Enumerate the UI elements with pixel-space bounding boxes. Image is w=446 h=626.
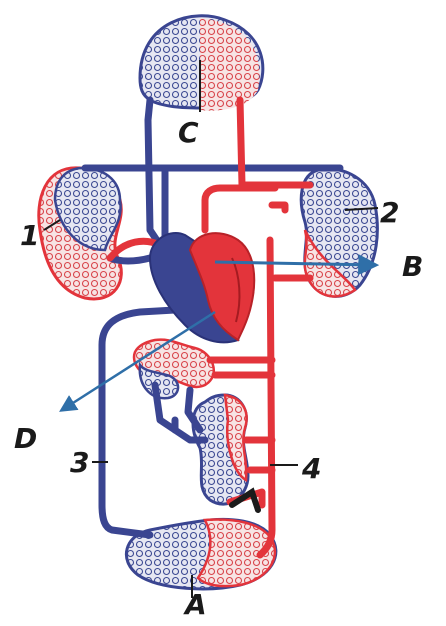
label-2: 2 — [380, 196, 399, 229]
label-4: 4 — [301, 452, 321, 485]
arrow-d — [59, 310, 216, 412]
hepatic-connector — [229, 487, 261, 513]
label-1: 1 — [20, 219, 39, 252]
label-d: D — [14, 422, 37, 455]
capillary-bed-liver — [191, 393, 250, 506]
capillary-bed-a-lower — [125, 517, 278, 591]
leader-lines — [43, 60, 379, 598]
label-3: 3 — [70, 446, 89, 479]
veins-blue — [81, 96, 344, 539]
capillary-bed-1-left — [37, 166, 123, 301]
heart — [148, 232, 256, 344]
capillary-bed-c-head — [138, 14, 265, 111]
capillary-bed-intestine-upper — [132, 338, 216, 400]
arrow-b — [214, 254, 380, 276]
label-b: B — [402, 250, 423, 283]
label-c: C — [178, 116, 199, 149]
label-a: A — [183, 588, 207, 621]
